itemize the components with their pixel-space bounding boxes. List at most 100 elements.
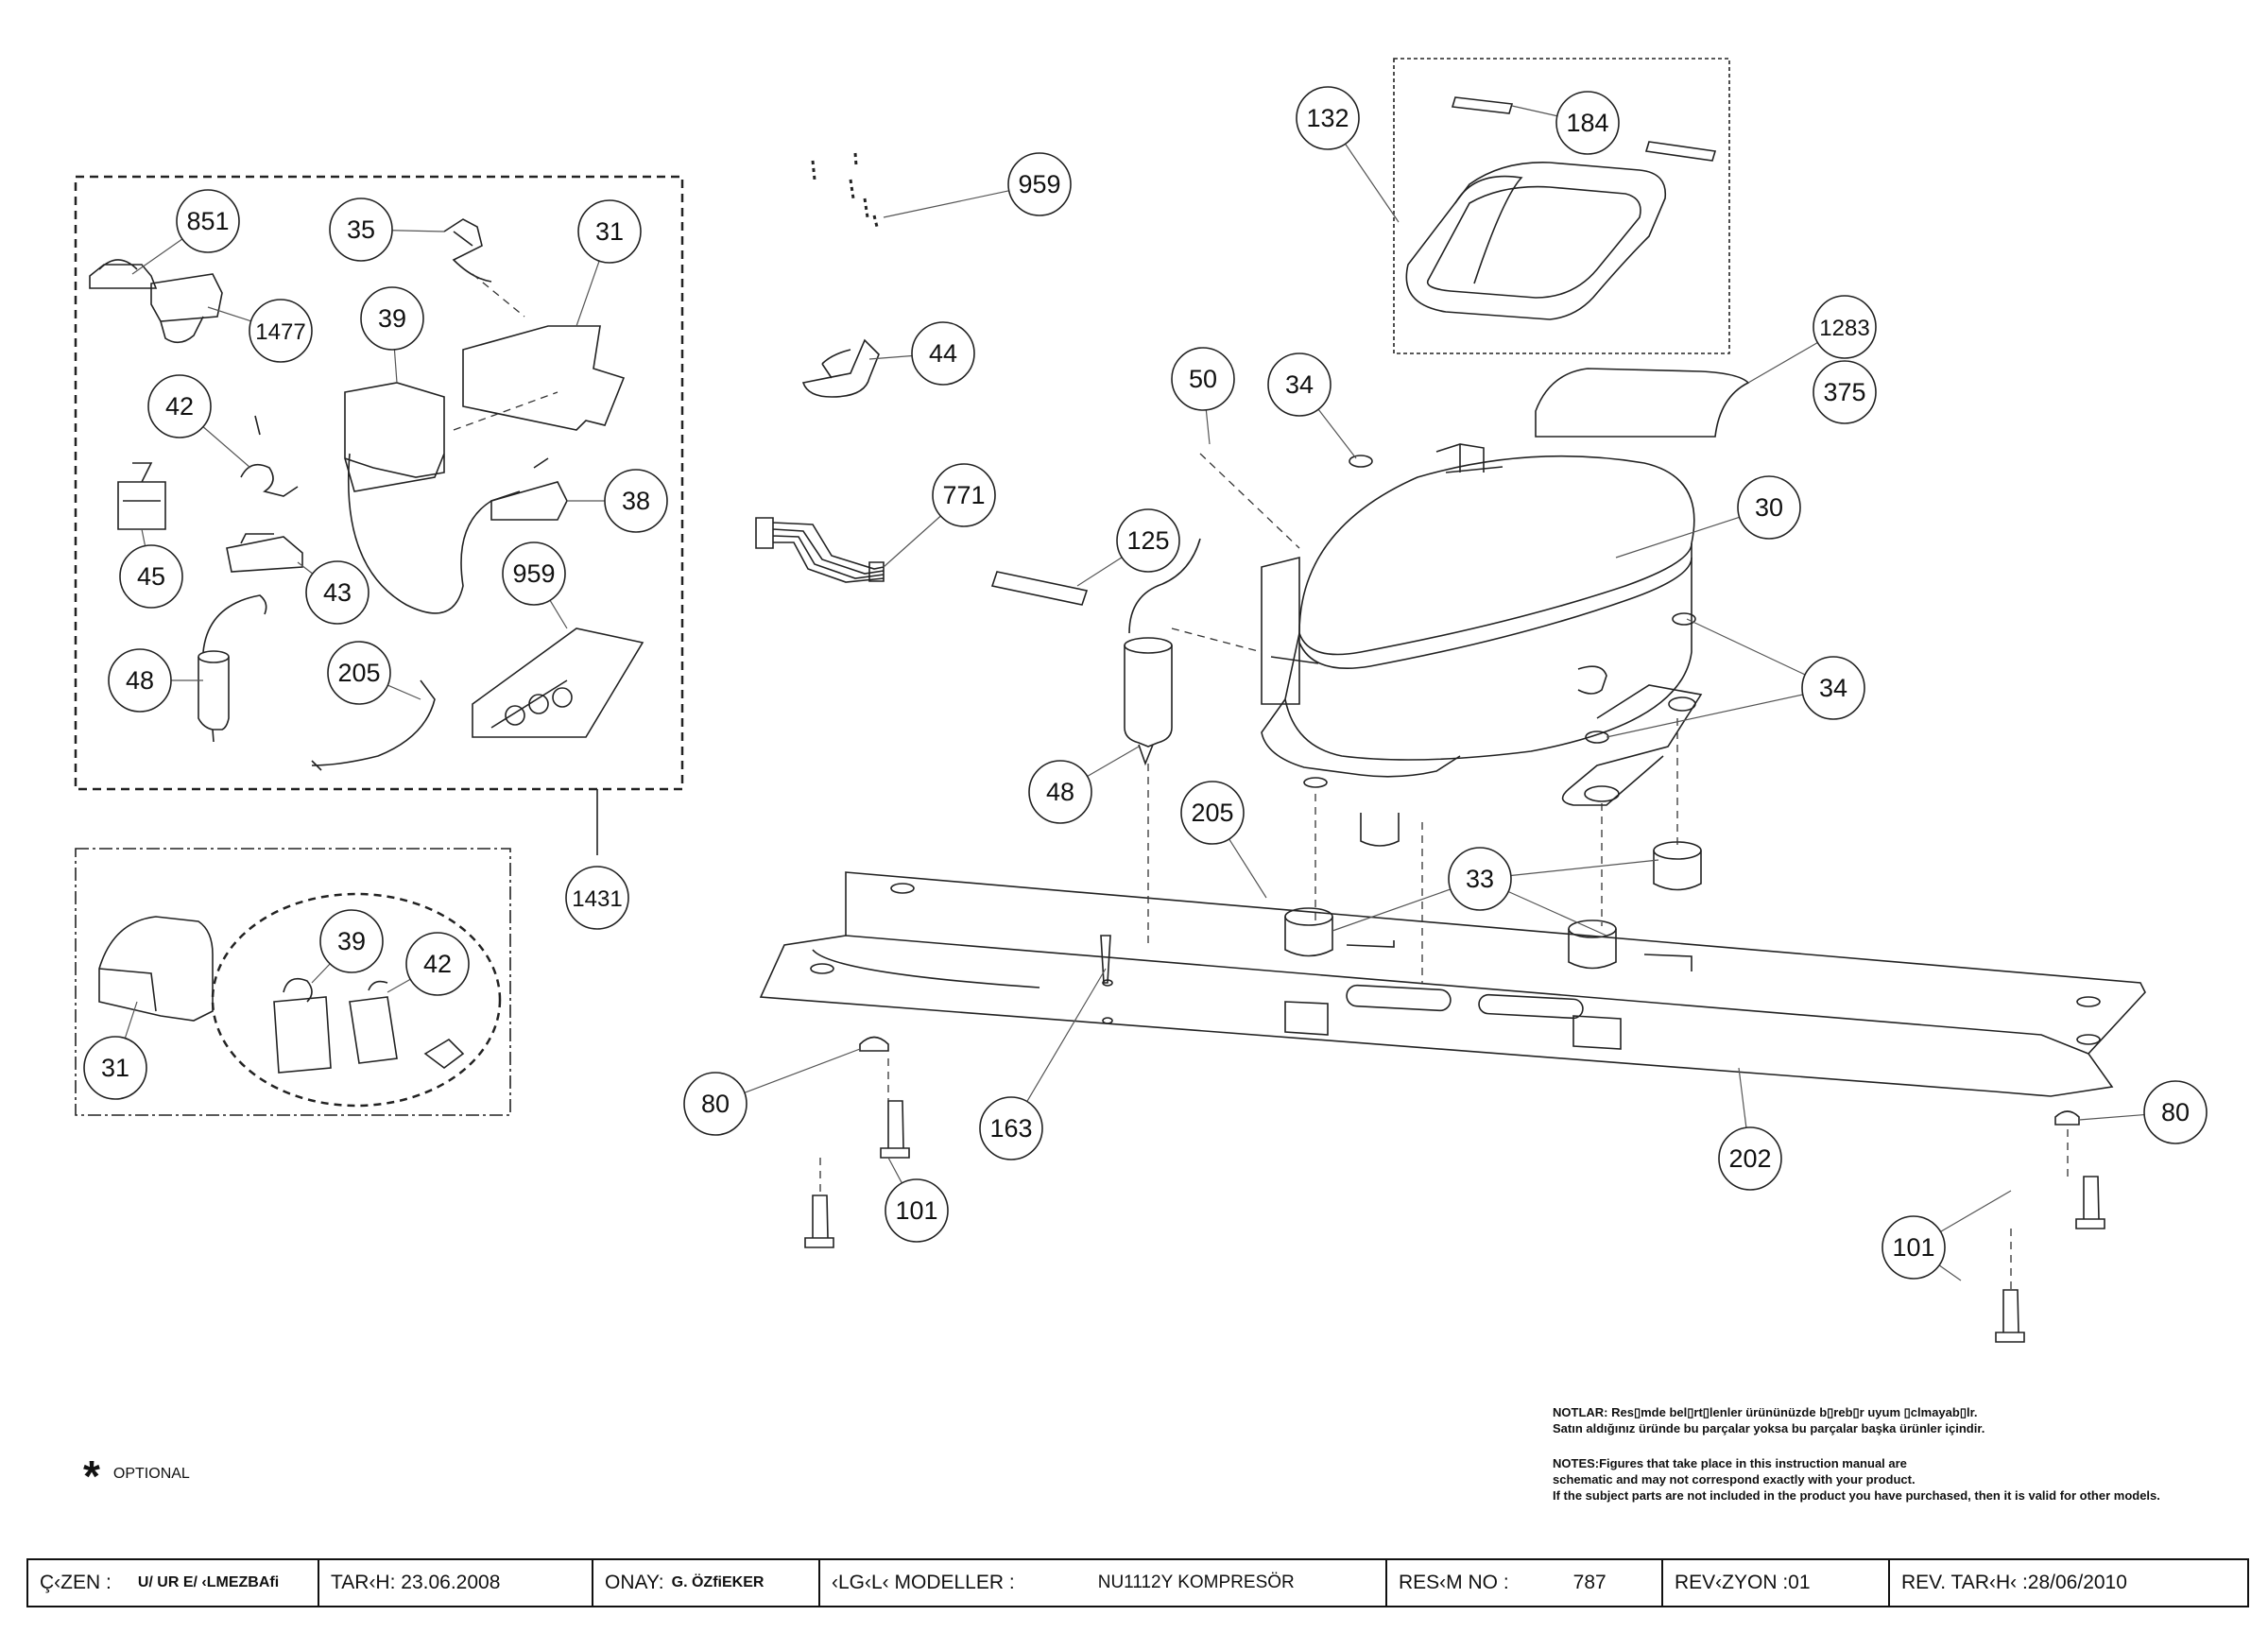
- compressor-cover-icon: [1405, 162, 1667, 320]
- callout-851: 851: [176, 189, 240, 253]
- terminal-block-icon: [117, 462, 166, 530]
- callout-80: 80: [683, 1072, 747, 1136]
- leader-line: [124, 1001, 138, 1039]
- callout-205: 205: [1180, 781, 1245, 845]
- callout-bubble: [1028, 760, 1092, 824]
- grommet-icon: [1284, 851, 1702, 970]
- onay-label: ONAY:: [605, 1572, 664, 1593]
- callout-bubble: [911, 321, 975, 386]
- leader-line: [1940, 1190, 2012, 1232]
- callout-bubble: [360, 286, 424, 351]
- callout-42: 42: [405, 932, 470, 996]
- leader-line: [391, 230, 445, 232]
- callout-label: 48: [1046, 778, 1074, 806]
- relay-body-icon: [150, 273, 223, 344]
- callout-bubble: [1171, 347, 1235, 411]
- callout-959: 959: [502, 541, 566, 606]
- rev-tarih-cell: REV. TAR‹H‹ :28/06/2010: [1890, 1560, 2247, 1606]
- relay-housing-icon: [344, 382, 445, 492]
- cover-group-box: [1393, 58, 1730, 354]
- callout-bubble: [683, 1072, 747, 1136]
- callout-label: 33: [1466, 865, 1494, 893]
- callout-label: 1477: [255, 319, 305, 345]
- leader-line: [887, 1157, 902, 1184]
- leader-line: [387, 684, 421, 700]
- callout-bubble: [502, 541, 566, 606]
- resim-label: RES‹M NO :: [1399, 1572, 1509, 1593]
- thermal-protector-icon: [89, 259, 158, 289]
- callout-bubble: [1555, 91, 1620, 155]
- leader-line: [1317, 408, 1357, 459]
- callout-202: 202: [1718, 1126, 1782, 1191]
- motor-protector-icon: [240, 415, 299, 497]
- leader-line: [1686, 618, 1806, 676]
- callout-45: 45: [119, 544, 183, 609]
- callout-label: 851: [186, 207, 229, 235]
- callout-bubble: [327, 641, 391, 705]
- relay-kit-group-box: [74, 175, 684, 791]
- wire-icon: [311, 679, 436, 771]
- label-plate-icon: [1535, 368, 1750, 438]
- leader-line: [1026, 968, 1107, 1102]
- callout-101: 101: [885, 1178, 949, 1243]
- callout-bubble: [176, 189, 240, 253]
- foot-icon: [859, 1036, 2080, 1126]
- callout-label: 42: [423, 950, 452, 978]
- leader-line: [1345, 143, 1400, 223]
- callout-44: 44: [911, 321, 975, 386]
- callout-label: 101: [895, 1196, 937, 1225]
- mounting-bracket-icon: [226, 533, 303, 573]
- plug-connector-icon: [490, 457, 568, 521]
- optional-legend: * OPTIONAL: [83, 1451, 190, 1502]
- callout-31: 31: [83, 1036, 147, 1100]
- leader-line: [1747, 342, 1818, 384]
- callout-48: 48: [1028, 760, 1092, 824]
- callout-bubble: [305, 560, 369, 625]
- callout-bubble: [1737, 475, 1801, 540]
- asterisk-icon: *: [83, 1452, 100, 1501]
- callout-1431: 1431: [565, 866, 629, 930]
- optional-label: OPTIONAL: [112, 1466, 190, 1482]
- callout-39: 39: [319, 909, 384, 973]
- callout-bubble: [329, 198, 393, 262]
- callout-bubble: [1801, 656, 1865, 720]
- callout-label: 44: [929, 339, 957, 368]
- leader-line: [1606, 694, 1803, 738]
- callout-bubble: [1448, 847, 1512, 911]
- callout-label: 375: [1823, 378, 1865, 406]
- callout-184: 184: [1555, 91, 1620, 155]
- leader-line: [141, 528, 146, 546]
- callout-bubble: [1718, 1126, 1782, 1191]
- callout-label: 1283: [1819, 316, 1869, 341]
- sleeve-icon: [990, 571, 1089, 606]
- callout-label: 80: [701, 1090, 730, 1118]
- callout-bubble: [565, 866, 629, 930]
- leader-line: [1511, 105, 1557, 117]
- leader-line: [1510, 859, 1659, 877]
- callout-label: 50: [1189, 365, 1217, 393]
- tarih-cell: TAR‹H: 23.06.2008: [319, 1560, 593, 1606]
- callout-label: 101: [1892, 1233, 1934, 1262]
- relay-cover-icon: [462, 325, 626, 431]
- note-tr-line1: NOTLAR: Res▯mde bel▯rt▯lenler ürününüzde…: [1553, 1405, 1978, 1419]
- callout-101: 101: [1881, 1215, 1946, 1280]
- optional-relay-ellipse: [211, 892, 502, 1108]
- note-tr-line2: Satın aldığınız üründe bu parçalar yoksa…: [1553, 1421, 1985, 1435]
- leader-line: [207, 306, 251, 322]
- leader-line: [1615, 516, 1740, 559]
- callout-bubble: [1267, 352, 1332, 417]
- callout-48: 48: [108, 648, 172, 713]
- callout-bubble: [1813, 295, 1877, 359]
- callout-bubble: [1180, 781, 1245, 845]
- callout-bubble: [1007, 152, 1072, 216]
- callout-label: 771: [942, 481, 985, 509]
- leader-line: [576, 260, 600, 327]
- callout-bubble: [979, 1096, 1043, 1160]
- wiring-harness-icon: [755, 517, 885, 583]
- leader-line: [202, 426, 251, 469]
- callout-bubble: [577, 199, 642, 264]
- leader-line: [1332, 888, 1452, 932]
- wire-icon: [347, 453, 521, 614]
- callout-163: 163: [979, 1096, 1043, 1160]
